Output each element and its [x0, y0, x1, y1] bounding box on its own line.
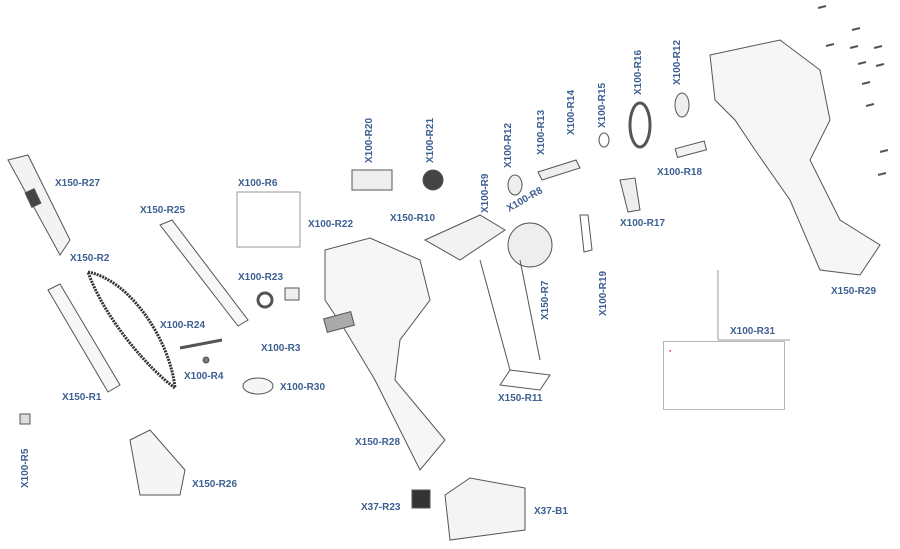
bearing-r12a: [507, 174, 523, 196]
label-x100-r17: X100-R17: [620, 218, 666, 229]
r6-kit-box: [236, 191, 301, 248]
label-x100-r9: X100-R9: [480, 173, 491, 213]
motor: [507, 222, 553, 268]
label-x37-b1: X37-B1: [534, 506, 568, 517]
label-x100-r4: X100-R4: [184, 371, 224, 382]
shaft-r13: [537, 159, 581, 181]
washer-r15: [598, 132, 610, 148]
bushing: [284, 287, 300, 301]
battery: [444, 477, 526, 541]
label-x100-r12-b: X100-R12: [672, 39, 683, 85]
small-nut-r5: [19, 413, 31, 425]
switch-block: [351, 169, 393, 191]
label-x100-r6: X100-R6: [238, 178, 278, 189]
label-x100-r21: X100-R21: [425, 117, 436, 163]
gear-r16: [628, 101, 652, 149]
rubber-pad: [242, 377, 274, 395]
connector-r19: [579, 214, 593, 253]
left-housing: [324, 237, 446, 471]
bearing-r12b: [674, 92, 690, 118]
bolt: [179, 338, 223, 350]
label-x150-r26: X150-R26: [192, 479, 238, 490]
screws: [817, 5, 889, 176]
label-x150-r10: X150-R10: [390, 213, 436, 224]
label-x100-r20: X100-R20: [364, 117, 375, 163]
spring: [256, 291, 274, 309]
label-x150-r28: X150-R28: [355, 437, 401, 448]
knob-r21: [422, 169, 444, 191]
lever-r17: [619, 177, 641, 213]
label-x150-r2: X150-R2: [70, 253, 110, 264]
label-x150-r25: X150-R25: [140, 205, 186, 216]
small-part-r23: [411, 489, 431, 509]
label-x100-r5: X100-R5: [20, 448, 31, 488]
label-x100-r13: X100-R13: [536, 109, 547, 155]
label-x100-r30: X100-R30: [280, 382, 326, 393]
nut: [202, 356, 210, 364]
r31-detail-box: ●: [663, 341, 785, 410]
label-x150-r29: X150-R29: [831, 286, 877, 297]
label-x100-r22: X100-R22: [308, 219, 354, 230]
label-x100-r15: X100-R15: [597, 82, 608, 128]
label-x100-r23: X100-R23: [238, 272, 284, 283]
wiring-harness: [479, 259, 551, 391]
electronic-lubrication-logo: ●: [669, 348, 672, 353]
pcb-bracket: [423, 214, 506, 261]
guide-bar: [47, 283, 121, 393]
label-x100-r14: X100-R14: [566, 89, 577, 135]
label-x100-r31: X100-R31: [730, 326, 776, 337]
guide-bar-cover-strip: [159, 219, 249, 327]
chain-cover-guard: [129, 429, 186, 496]
chain-guard-cover: [7, 154, 71, 256]
saw-chain: [85, 270, 177, 392]
trigger: [323, 311, 355, 333]
label-x150-r1: X150-R1: [62, 392, 102, 403]
label-x37-r23: X37-R23: [361, 502, 401, 513]
right-housing: [709, 39, 881, 276]
label-x150-r11: X150-R11: [498, 393, 543, 404]
label-x100-r12-a: X100-R12: [503, 122, 514, 168]
label-x100-r24: X100-R24: [160, 320, 206, 331]
label-x100-r19: X100-R19: [598, 270, 609, 316]
label-x150-r7: X150-R7: [540, 280, 551, 320]
label-x100-r16: X100-R16: [633, 49, 644, 95]
pin-r18: [674, 140, 708, 159]
label-x100-r18: X100-R18: [657, 167, 703, 178]
label-x100-r3: X100-R3: [261, 343, 301, 354]
label-x150-r27: X150-R27: [55, 178, 101, 189]
